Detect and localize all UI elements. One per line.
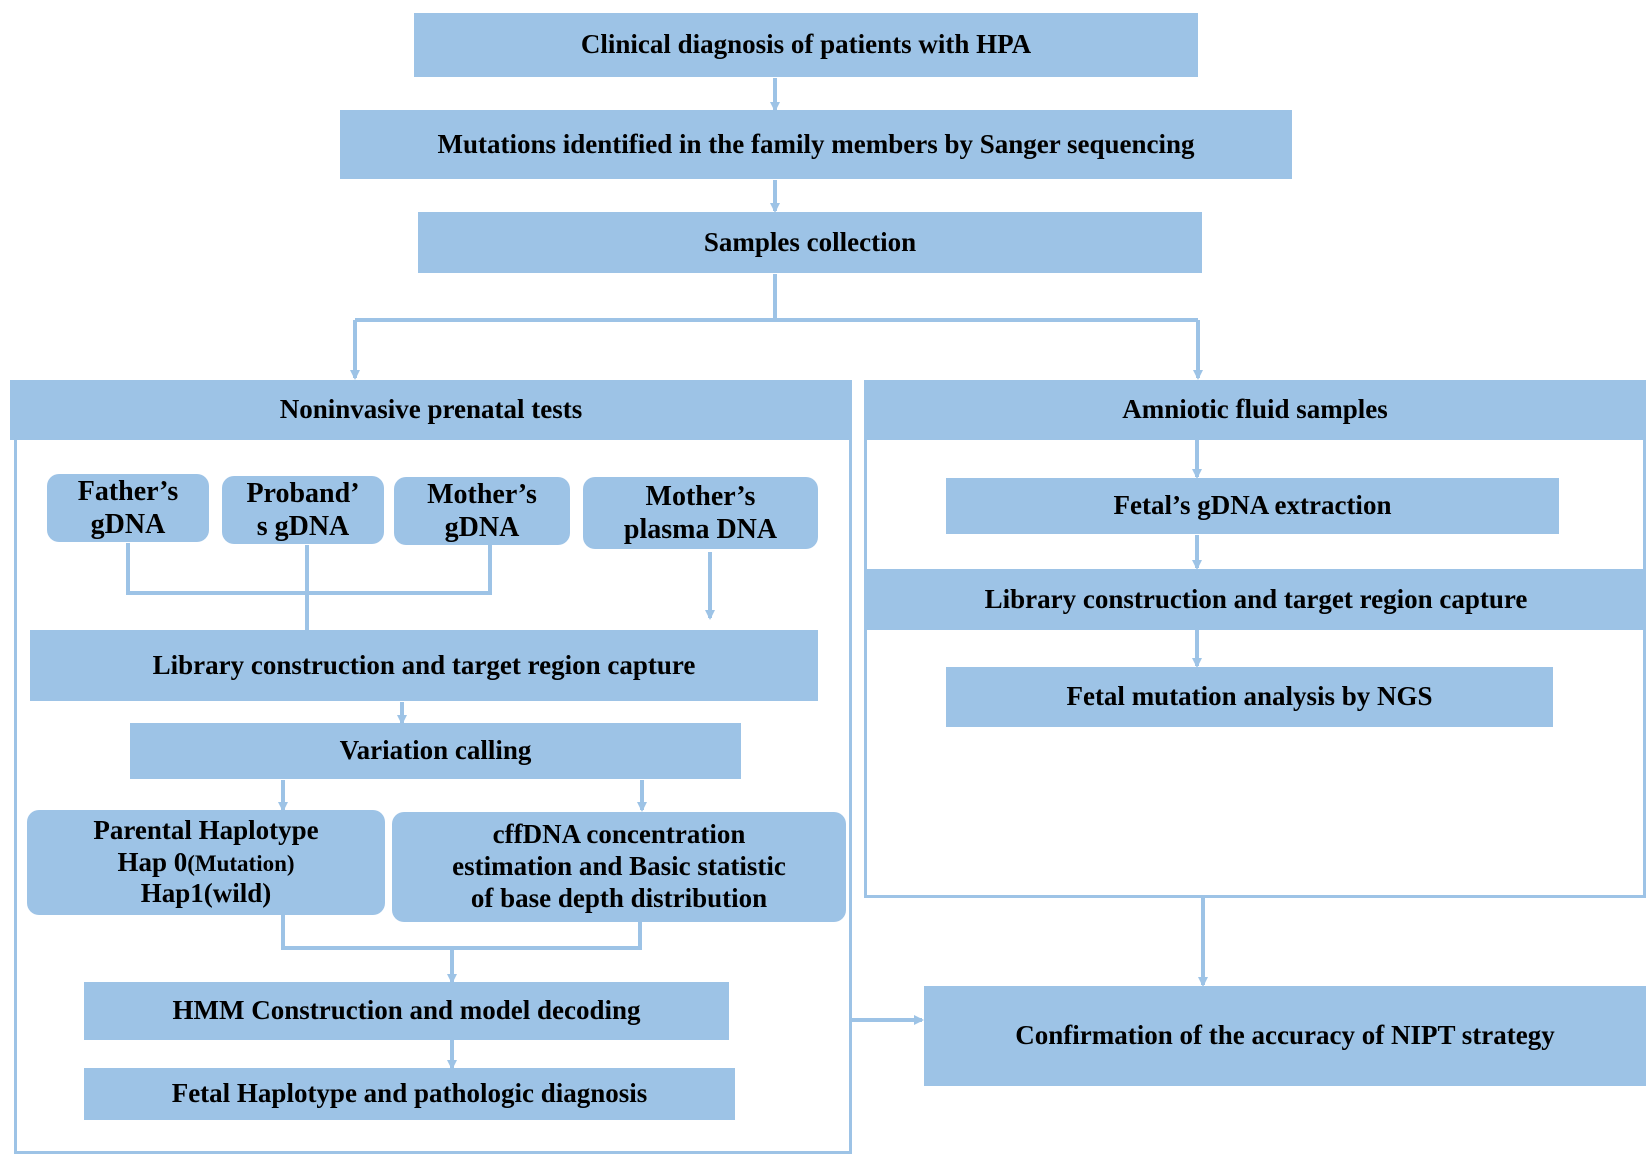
father-gdna-box: Father’s gDNA <box>47 474 209 542</box>
cffdna-line3: of base depth distribution <box>470 882 768 913</box>
amniotic-header-label: Amniotic fluid samples <box>1122 394 1388 425</box>
fetal-gdna-extraction-box: Fetal’s gDNA extraction <box>946 478 1559 534</box>
amniotic-library-label: Library construction and target region c… <box>984 583 1528 614</box>
haplotype-line2b: (Mutation) <box>187 850 295 876</box>
mother-plasma-line2: plasma DNA <box>623 514 778 545</box>
mother-gdna-line1: Mother’s <box>427 478 537 510</box>
father-gdna-line2: gDNA <box>90 509 166 540</box>
samples-collection-label: Samples collection <box>703 226 917 257</box>
cffdna-estimation-box: cffDNA concentration estimation and Basi… <box>392 812 846 922</box>
parental-haplotype-box: Parental Haplotype Hap 0(Mutation) Hap1(… <box>27 810 385 915</box>
amniotic-library-box: Library construction and target region c… <box>866 569 1646 630</box>
samples-collection-box: Samples collection <box>418 212 1202 273</box>
amniotic-header: Amniotic fluid samples <box>864 380 1646 440</box>
cffdna-line1: cffDNA concentration <box>492 819 746 850</box>
fetal-haplotype-label: Fetal Haplotype and pathologic diagnosis <box>171 1078 648 1109</box>
nipt-library-box: Library construction and target region c… <box>30 630 818 701</box>
fetal-gdna-extraction-label: Fetal’s gDNA extraction <box>1113 490 1392 521</box>
samples-split-line <box>355 274 777 322</box>
confirmation-box: Confirmation of the accuracy of NIPT str… <box>924 986 1646 1086</box>
fetal-haplotype-box: Fetal Haplotype and pathologic diagnosis <box>84 1068 735 1120</box>
mother-plasma-line1: Mother’s <box>645 480 756 512</box>
father-gdna-line1: Father’s <box>77 475 179 507</box>
haplotype-line3: Hap1(wild) <box>140 878 272 909</box>
hmm-merge-line <box>281 905 642 950</box>
clinical-diagnosis-box: Clinical diagnosis of patients with HPA <box>414 13 1198 77</box>
mother-gdna-box: Mother’s gDNA <box>394 477 570 545</box>
nipt-library-label: Library construction and target region c… <box>152 649 696 680</box>
hmm-construction-label: HMM Construction and model decoding <box>172 995 641 1026</box>
proband-gdna-box: Proband’ s gDNA <box>222 476 384 544</box>
mutations-identified-box: Mutations identified in the family membe… <box>340 110 1292 179</box>
fetal-mutation-analysis-label: Fetal mutation analysis by NGS <box>1066 681 1433 712</box>
mother-gdna-line2: gDNA <box>444 512 520 543</box>
hmm-construction-box: HMM Construction and model decoding <box>84 982 729 1040</box>
haplotype-line1: Parental Haplotype <box>93 814 319 845</box>
nipt-header-label: Noninvasive prenatal tests <box>279 394 583 425</box>
clinical-diagnosis-label: Clinical diagnosis of patients with HPA <box>580 29 1032 60</box>
nipt-header: Noninvasive prenatal tests <box>10 380 852 440</box>
haplotype-line2a: Hap 0 <box>117 846 188 877</box>
variation-calling-box: Variation calling <box>130 723 741 779</box>
proband-gdna-line1: Proband’ <box>246 477 360 509</box>
fetal-mutation-analysis-box: Fetal mutation analysis by NGS <box>946 667 1553 727</box>
variation-calling-label: Variation calling <box>339 735 532 766</box>
mother-plasma-dna-box: Mother’s plasma DNA <box>583 477 818 549</box>
cffdna-line2: estimation and Basic statistic <box>452 851 786 882</box>
mutations-identified-label: Mutations identified in the family membe… <box>437 128 1195 159</box>
proband-gdna-line2: s gDNA <box>256 511 350 542</box>
confirmation-label: Confirmation of the accuracy of NIPT str… <box>1015 1020 1555 1051</box>
